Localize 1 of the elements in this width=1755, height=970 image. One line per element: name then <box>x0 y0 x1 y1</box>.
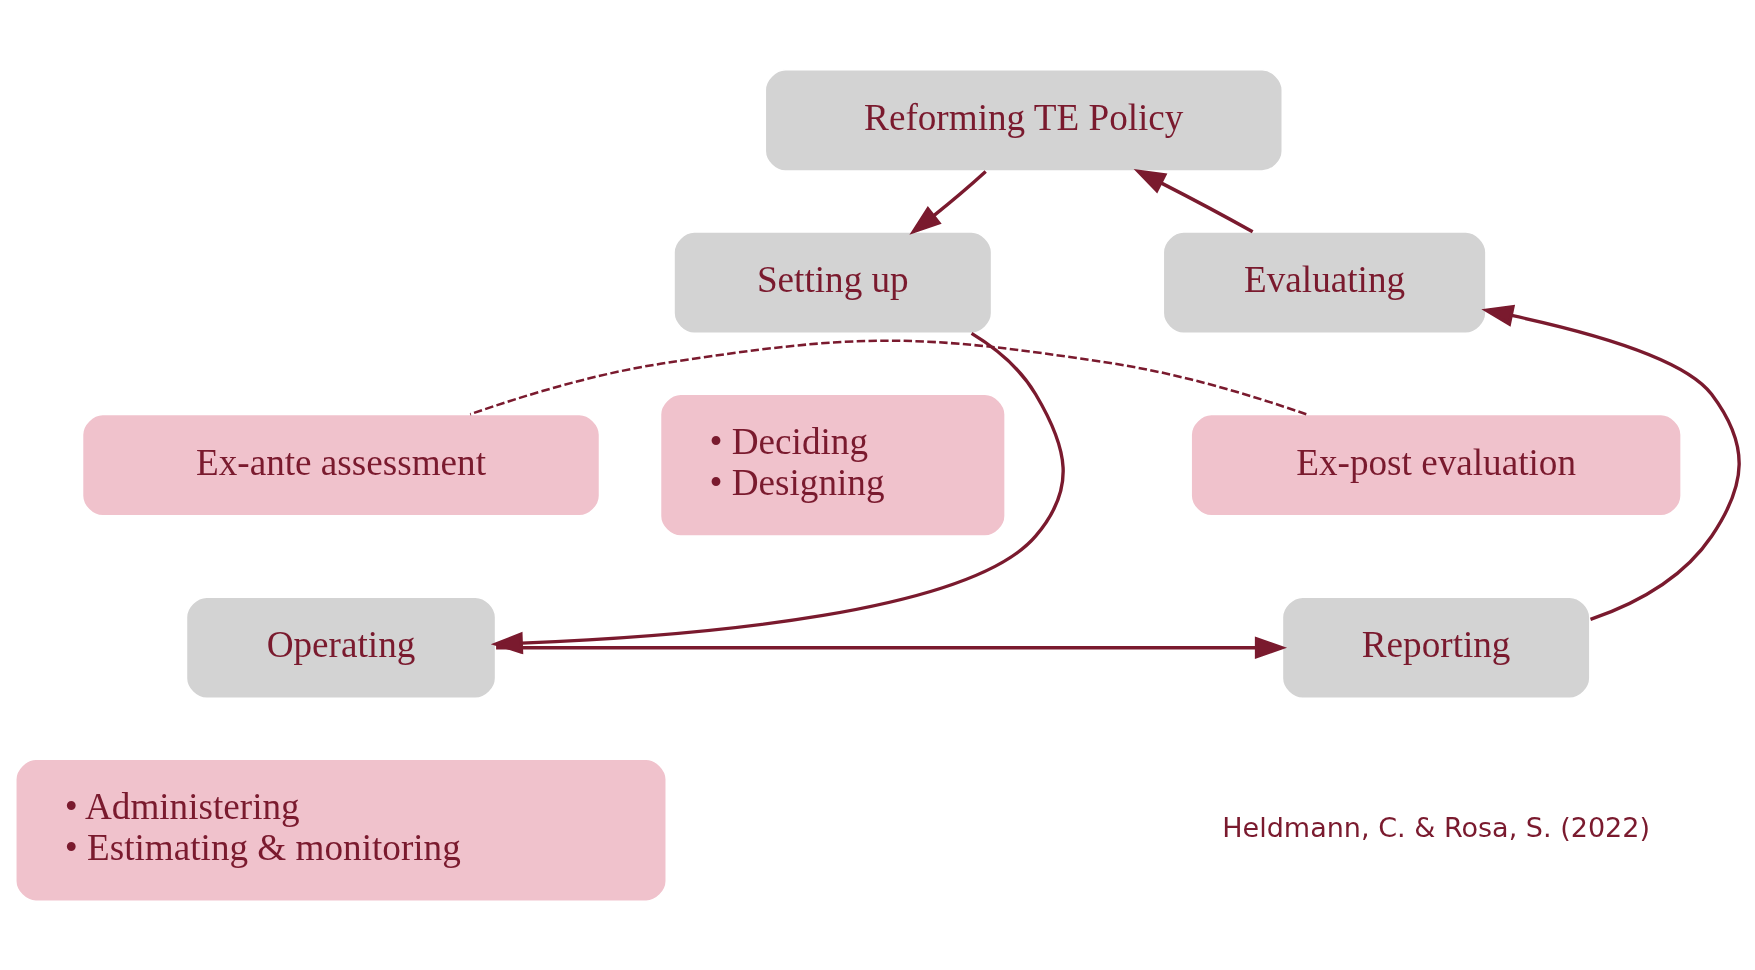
label: Heldmann, C. & Rosa, S. (2022) <box>1222 811 1651 843</box>
